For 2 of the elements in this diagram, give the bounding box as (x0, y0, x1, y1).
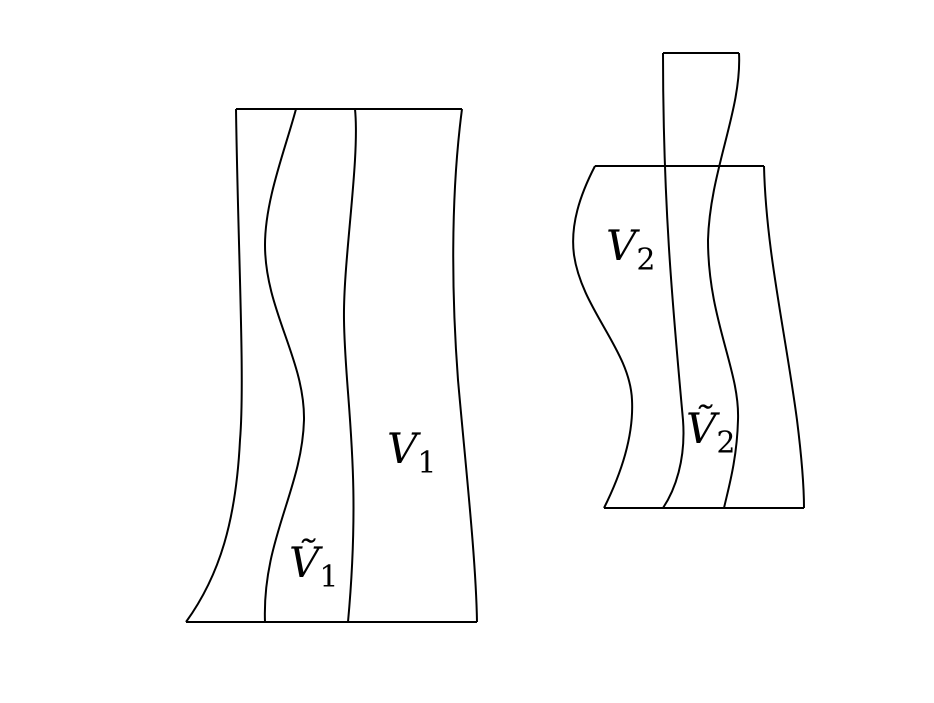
math-label: V$_{2}$ (606, 225, 656, 276)
math-label: V$_{1}$ (387, 428, 436, 478)
